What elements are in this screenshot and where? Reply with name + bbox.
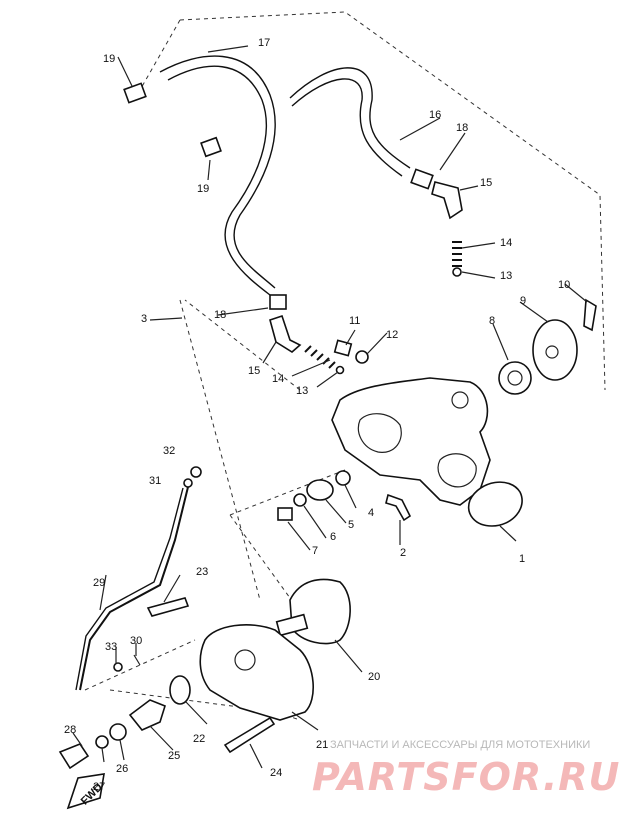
callout-24: 24 xyxy=(270,767,282,779)
screw-28 xyxy=(58,743,90,770)
seal-22 xyxy=(169,675,191,705)
callout-18-left: 18 xyxy=(214,309,226,321)
callout-19-top: 19 xyxy=(103,53,115,65)
nut-33 xyxy=(113,662,123,672)
fitting-18-left xyxy=(269,294,287,310)
fitting-31 xyxy=(183,478,193,488)
callout-13-upper: 13 xyxy=(500,270,512,282)
pump-flange xyxy=(437,453,477,488)
watermark-brand: PARTSFOR.RU xyxy=(312,755,620,799)
callout-3: 3 xyxy=(141,313,147,325)
gear-5 xyxy=(306,479,334,501)
callout-14-left: 14 xyxy=(272,373,284,385)
washer-4 xyxy=(335,470,351,486)
gasket-1 xyxy=(468,481,523,527)
gear-9-hub xyxy=(545,345,559,359)
callout-9: 9 xyxy=(520,295,526,307)
callout-26: 26 xyxy=(116,763,128,775)
hose-16-outer xyxy=(291,78,403,177)
callout-32: 32 xyxy=(163,445,175,457)
callout-15-left: 15 xyxy=(248,365,260,377)
callout-20: 20 xyxy=(368,671,380,683)
bearing-8-inner xyxy=(507,370,523,386)
pump-body-1 xyxy=(331,377,491,506)
callout-4: 4 xyxy=(368,507,374,519)
elbow-15-upper xyxy=(431,181,463,220)
leader-lines xyxy=(72,45,588,769)
cover-21-boss xyxy=(234,649,256,671)
callout-30: 30 xyxy=(130,635,142,647)
callout-22: 22 xyxy=(193,733,205,745)
callout-14-upper: 14 xyxy=(500,237,512,249)
callout-11: 11 xyxy=(349,315,360,327)
bolt-24 xyxy=(223,716,276,754)
pin-10 xyxy=(583,298,597,332)
bearing-8 xyxy=(498,361,532,395)
pump-gear-detail xyxy=(357,413,402,453)
rod-29-outer xyxy=(75,487,184,691)
callout-27: 27 xyxy=(93,781,105,793)
callout-7: 7 xyxy=(312,545,318,557)
callout-28: 28 xyxy=(64,724,76,736)
callout-25: 25 xyxy=(168,750,180,762)
screw-2 xyxy=(385,493,412,522)
gear-20-shaft xyxy=(275,613,309,637)
watermark-tagline: ЗАПЧАСТИ И АКСЕССУАРЫ ДЛЯ МОТОТЕХНИКИ xyxy=(330,739,590,751)
callout-10: 10 xyxy=(558,279,570,291)
callout-19-lower: 19 xyxy=(197,183,209,195)
callout-17: 17 xyxy=(258,37,270,49)
cover-21 xyxy=(199,624,315,721)
pump-port xyxy=(451,391,469,409)
callout-33: 33 xyxy=(105,641,117,653)
elbow-15-left xyxy=(269,314,302,353)
callout-16: 16 xyxy=(429,109,441,121)
gear-20 xyxy=(289,578,351,645)
fwd-arrow-icon xyxy=(66,773,105,810)
hose-16 xyxy=(289,67,411,169)
callout-5: 5 xyxy=(348,519,354,531)
callout-12: 12 xyxy=(386,329,398,341)
callout-1: 1 xyxy=(519,553,525,565)
callout-29: 29 xyxy=(93,577,105,589)
callout-15-upper: 15 xyxy=(480,177,492,189)
callout-18-upper: 18 xyxy=(456,122,468,134)
hose-17-outer xyxy=(167,65,271,296)
clamp-19-top xyxy=(123,82,147,104)
plate-25 xyxy=(128,699,166,731)
pin-30 xyxy=(133,654,141,666)
fitting-18-upper xyxy=(410,168,434,190)
pin-7 xyxy=(277,507,293,521)
callout-8: 8 xyxy=(489,315,495,327)
bolt-23 xyxy=(146,597,190,617)
spring-14-upper xyxy=(452,241,462,267)
rod-29 xyxy=(79,486,189,691)
washer-26 xyxy=(109,723,127,741)
washer-27 xyxy=(95,735,109,749)
hose-17 xyxy=(159,55,276,289)
callout-13-left: 13 xyxy=(296,385,308,397)
callout-31: 31 xyxy=(149,475,161,487)
gear-9 xyxy=(532,319,578,381)
clamp-19-lower xyxy=(200,136,222,158)
washer-12 xyxy=(355,350,369,364)
ball-13-left xyxy=(335,365,345,375)
callout-23: 23 xyxy=(196,566,208,578)
spring-14-left xyxy=(304,345,336,369)
washer-6 xyxy=(293,493,307,507)
callout-6: 6 xyxy=(330,531,336,543)
dashed-boundary xyxy=(139,11,606,601)
callout-21: 21 xyxy=(316,739,328,751)
ball-13-upper xyxy=(452,267,462,277)
callout-2: 2 xyxy=(400,547,406,559)
plug-11 xyxy=(333,339,353,357)
nut-32 xyxy=(190,466,202,478)
